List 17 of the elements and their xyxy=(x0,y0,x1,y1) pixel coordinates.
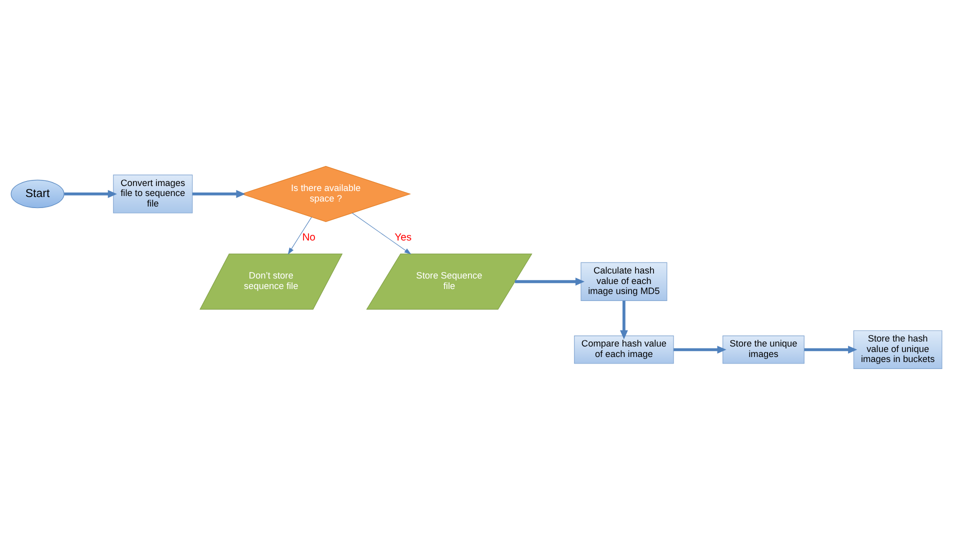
edge-label: No xyxy=(302,232,316,243)
arrow xyxy=(674,345,726,354)
node-box: Calculate hash value of each image using MD5 xyxy=(580,262,668,300)
arrow xyxy=(804,345,858,354)
arrow xyxy=(352,212,412,254)
arrow xyxy=(620,300,628,339)
edge-label: Yes xyxy=(394,232,412,243)
node-diamond: Is there available space ? xyxy=(240,166,411,222)
arrow xyxy=(192,190,246,198)
node-box: Compare hash value of each image xyxy=(574,335,674,364)
node-box: Store the hash value of unique images in buckets xyxy=(853,330,942,368)
arrow xyxy=(64,190,117,198)
arrow xyxy=(514,277,585,286)
node-box: Store the unique images xyxy=(722,335,804,364)
node-ellipse: Start xyxy=(10,179,64,208)
node-box: Convert images file to sequence file xyxy=(113,174,193,213)
arrow xyxy=(288,216,312,254)
